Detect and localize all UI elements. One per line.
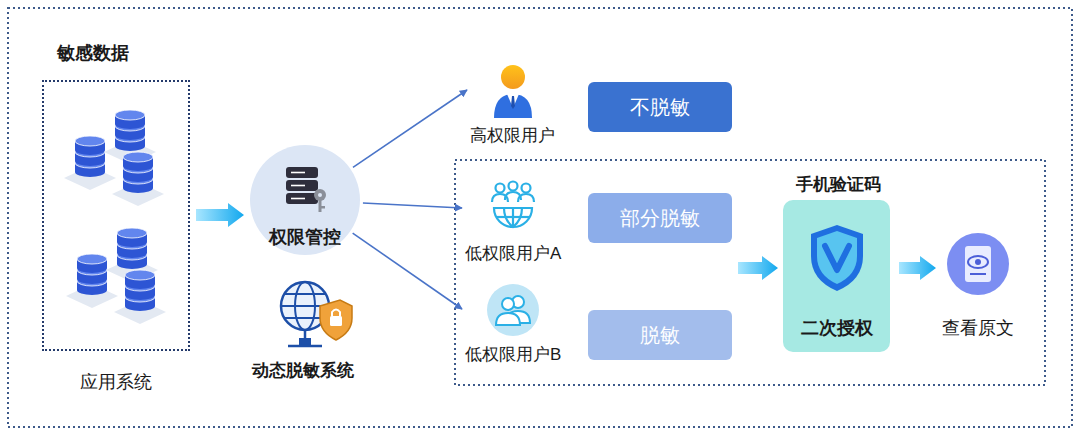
masking-box: 部分脱敏 (588, 193, 732, 243)
node-text: 二次授权 (783, 316, 890, 340)
user-node: 高权限用户 (470, 62, 555, 148)
node-icon (280, 163, 330, 213)
outer-frame (8, 8, 1072, 427)
auth-panel: 二次授权 (783, 200, 890, 352)
node-text: 权限管控 (250, 225, 360, 249)
database-icon (112, 152, 164, 206)
flow-chevron (196, 203, 244, 227)
node-icon (486, 180, 540, 236)
node-text: 敏感数据 (42, 40, 190, 80)
node-text: 应用系统 (42, 369, 190, 395)
node-text: 查看原文 (942, 316, 1014, 340)
node-text: 部分脱敏 (620, 205, 700, 232)
node-text: 脱敏 (640, 322, 680, 349)
node-icon (806, 200, 868, 294)
node-text: 高权限用户 (470, 124, 555, 148)
globe-lock-icon (281, 282, 352, 346)
dotted-group-border (42, 80, 190, 351)
low-privilege-region (455, 160, 1045, 385)
node-text: 低权限用户B (465, 343, 561, 367)
user-node: 低权限用户A (465, 180, 561, 266)
flow-chevron (738, 256, 778, 280)
system-group: 敏感数据应用系统 (42, 40, 190, 395)
auth-node: 手机验证码二次授权 (783, 172, 893, 352)
database-icon (66, 254, 118, 308)
system-label: 动态脱敏系统 (252, 360, 354, 382)
masking-box: 不脱敏 (588, 82, 732, 132)
access-arrow (363, 203, 462, 208)
node-text: 低权限用户A (465, 242, 561, 266)
database-icon (114, 270, 166, 324)
node-text: 不脱敏 (630, 94, 690, 121)
node-text: 手机验证码 (783, 172, 893, 198)
control-circle: 权限管控 (250, 145, 360, 255)
user-node: 低权限用户B (465, 283, 561, 367)
access-arrow (353, 90, 467, 167)
flow-chevron (899, 256, 936, 280)
database-icon (106, 228, 158, 282)
node-icon (491, 62, 535, 118)
database-icon (104, 110, 156, 164)
database-icon (64, 136, 116, 190)
view-node: 查看原文 (942, 232, 1014, 340)
masking-box: 脱敏 (588, 310, 732, 360)
access-arrow (353, 233, 462, 309)
node-icon (946, 232, 1010, 296)
node-icon (486, 283, 540, 337)
